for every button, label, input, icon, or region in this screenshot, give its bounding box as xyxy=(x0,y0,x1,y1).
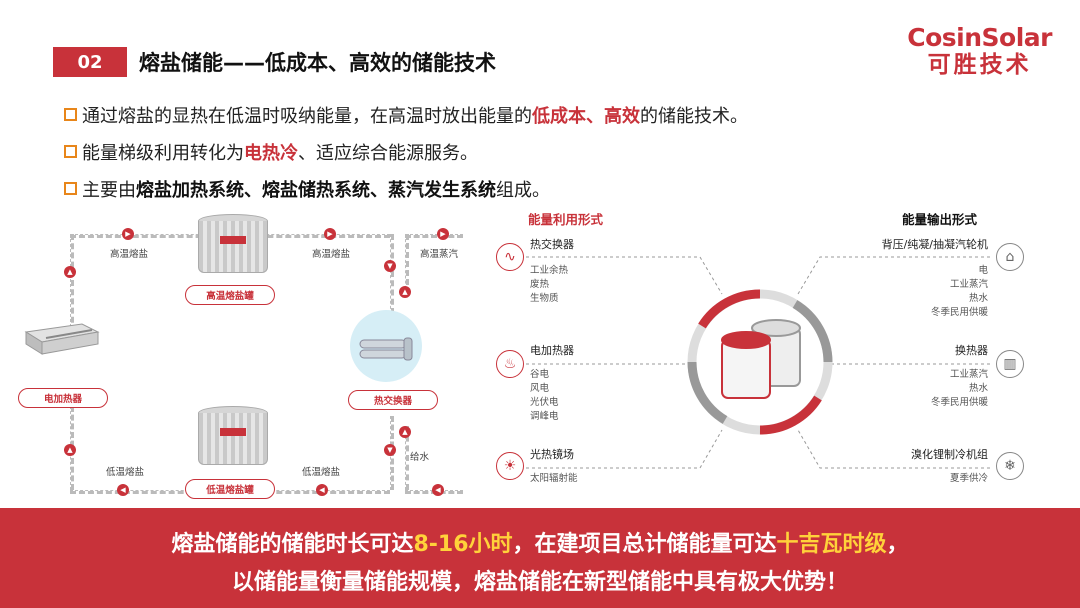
arrow-left-icon: ◀ xyxy=(117,484,129,496)
square-bullet-icon xyxy=(64,182,77,195)
connector-lines xyxy=(526,256,990,469)
hot-tank-label: 高温熔盐罐 xyxy=(185,285,275,305)
input-item-subs: 工业余热 废热 生物质 xyxy=(530,265,569,304)
summary-line-1: 熔盐储能的储能时长可达8-16小时，在建项目总计储能量可达十吉瓦时级， xyxy=(171,532,909,557)
cold-salt-label: 低温熔盐 xyxy=(302,467,341,478)
feed-water-label: 给水 xyxy=(410,452,430,463)
input-item-title: 光热镜场 xyxy=(530,448,574,461)
electric-heater-label: 电加热器 xyxy=(18,388,108,408)
hot-tank-image xyxy=(198,214,268,276)
arrow-right-icon: ▶ xyxy=(437,228,449,240)
cold-tank-image xyxy=(198,406,268,468)
heat-exchanger-image xyxy=(350,310,422,382)
hot-salt-label: 高温熔盐 xyxy=(312,249,351,260)
snowflake-icon: ❄ xyxy=(996,452,1024,480)
input-item-title: 热交换器 xyxy=(530,238,574,251)
hot-salt-label: 高温熔盐 xyxy=(110,249,149,260)
process-diagram: ▶ ▶ ▶ ▲ ▼ ▲ ▲ ▼ ▲ ◀ ◀ ◀ 高温熔盐 高温熔盐 高温蒸汽 给… xyxy=(0,206,480,506)
logo-chinese: 可胜技术 xyxy=(927,52,1032,78)
input-forms-title: 能量利用形式 xyxy=(528,212,604,227)
arrow-up-icon: ▲ xyxy=(64,444,76,456)
sun-icon: ☀ xyxy=(496,452,524,480)
arrow-up-icon: ▲ xyxy=(399,286,411,298)
flow-line xyxy=(405,234,409,294)
output-item-subs: 夏季供冷 xyxy=(949,473,988,484)
arrow-left-icon: ◀ xyxy=(316,484,328,496)
arrow-right-icon: ▶ xyxy=(324,228,336,240)
company-logo: CosinSolar 可胜技术 xyxy=(907,23,1052,79)
factory-icon: ▥ xyxy=(996,350,1024,378)
input-item-subs: 谷电 风电 光伏电 调峰电 xyxy=(530,369,559,422)
input-item-title: 电加热器 xyxy=(530,344,574,357)
heater-icon: ♨ xyxy=(496,350,524,378)
electric-heater-image xyxy=(22,318,102,358)
section-number: 02 xyxy=(53,47,127,77)
arrow-down-icon: ▼ xyxy=(384,444,396,456)
turbine-icon: ⌂ xyxy=(996,243,1024,271)
input-item-subs: 太阳辐射能 xyxy=(530,473,578,484)
output-item-subs: 工业蒸汽 热水 冬季民用供暖 xyxy=(930,369,988,408)
wave-icon: ∿ xyxy=(496,243,524,271)
energy-flow-diagram: 能量利用形式 能量输出形式 ∿ 热交换器 工业余热 废热 生物质 ♨ 电加热器 … xyxy=(490,206,1080,506)
arrow-left-icon: ◀ xyxy=(432,484,444,496)
page-title: 熔盐储能——低成本、高效的储能技术 xyxy=(139,51,496,75)
output-item-title: 背压/纯凝/抽凝汽轮机 xyxy=(881,238,988,251)
flow-line xyxy=(390,234,394,314)
cold-salt-label: 低温熔盐 xyxy=(106,467,145,478)
square-bullet-icon xyxy=(64,145,77,158)
logo-english: CosinSolar xyxy=(907,23,1052,52)
heat-exchanger-label: 热交换器 xyxy=(348,390,438,410)
arrow-down-icon: ▼ xyxy=(384,260,396,272)
bullet-item: 主要由熔盐加热系统、熔盐储热系统、蒸汽发生系统组成。 xyxy=(64,170,748,207)
flow-line xyxy=(405,234,463,238)
section-header: 02 熔盐储能——低成本、高效的储能技术 xyxy=(53,47,496,77)
output-item-title: 溴化锂制冷机组 xyxy=(911,448,988,461)
output-forms-title: 能量输出形式 xyxy=(902,212,978,227)
summary-banner: 熔盐储能的储能时长可达8-16小时，在建项目总计储能量可达十吉瓦时级， 以储能量… xyxy=(0,508,1080,608)
bullet-list: 通过熔盐的显热在低温时吸纳能量，在高温时放出能量的低成本、高效的储能技术。 能量… xyxy=(64,96,748,207)
bullet-item: 能量梯级利用转化为电热冷、适应综合能源服务。 xyxy=(64,133,748,170)
hot-steam-label: 高温蒸汽 xyxy=(420,249,459,260)
cold-tank-label: 低温熔盐罐 xyxy=(185,479,275,499)
output-item-subs: 电 工业蒸汽 热水 冬季民用供暖 xyxy=(930,265,988,318)
output-item-title: 换热器 xyxy=(955,344,988,357)
arrow-up-icon: ▲ xyxy=(399,426,411,438)
arrow-up-icon: ▲ xyxy=(64,266,76,278)
arrow-right-icon: ▶ xyxy=(122,228,134,240)
bullet-item: 通过熔盐的显热在低温时吸纳能量，在高温时放出能量的低成本、高效的储能技术。 xyxy=(64,96,748,133)
square-bullet-icon xyxy=(64,108,77,121)
summary-line-2: 以储能量衡量储能规模，熔盐储能在新型储能中具有极大优势！ xyxy=(231,570,848,595)
